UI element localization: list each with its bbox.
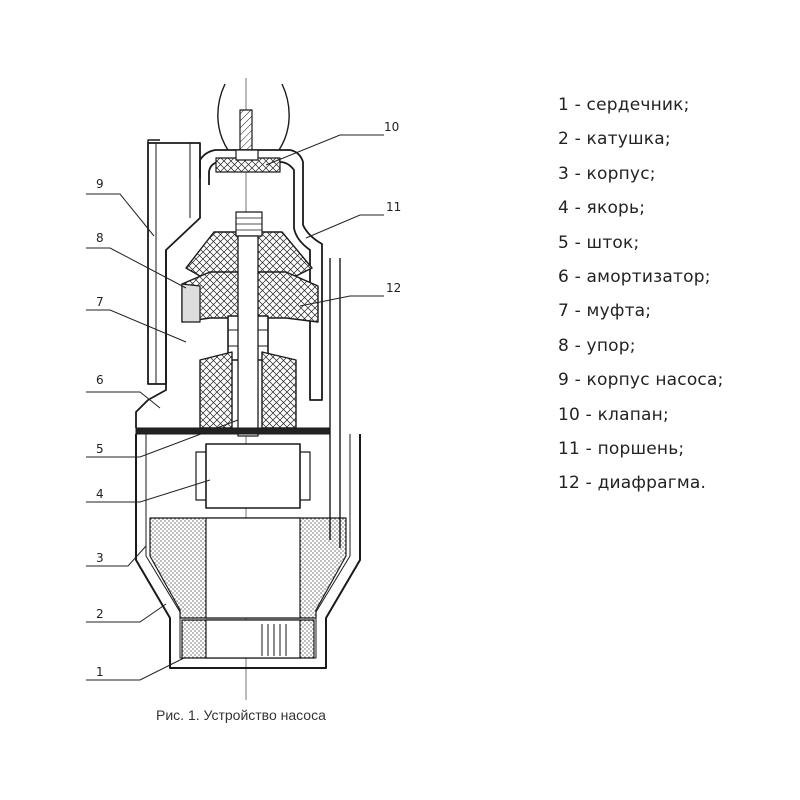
legend-item: 1 - сердечник; <box>558 95 690 115</box>
leader-8 <box>86 247 187 289</box>
legend-item: 8 - упор; <box>558 335 636 356</box>
legend-item: 10 - клапан; <box>558 404 669 425</box>
legend-item: 2 - катушка; <box>558 129 671 150</box>
leader-1 <box>86 657 185 681</box>
callout-1: 1 <box>96 665 104 679</box>
cable <box>217 83 290 151</box>
callout-8: 8 <box>96 231 104 245</box>
leader-11 <box>305 214 384 239</box>
figure-caption: Рис. 1. Устройство насоса <box>156 707 326 723</box>
legend-item: 5 - шток; <box>558 232 640 253</box>
callout-6: 6 <box>96 373 104 387</box>
legend-item: 9 - корпус насоса; <box>558 370 724 391</box>
divider-plate <box>135 427 331 435</box>
leader-7 <box>86 309 187 343</box>
callout-11: 11 <box>386 200 401 214</box>
legend-item: 7 - муфта; <box>558 301 652 322</box>
callout-leaders <box>86 134 384 681</box>
armature <box>205 443 301 509</box>
callout-labels: 1 2 3 4 5 6 7 8 9 10 11 12 <box>96 120 401 679</box>
leader-9 <box>86 193 155 237</box>
leader-4 <box>86 479 211 503</box>
side-pipe <box>329 258 341 548</box>
callout-7: 7 <box>96 295 104 309</box>
rod <box>237 235 259 437</box>
legend-item: 12 - диафрагма. <box>558 473 707 494</box>
callout-9: 9 <box>96 177 104 191</box>
callout-2: 2 <box>96 607 104 621</box>
callout-12: 12 <box>386 281 401 295</box>
callout-5: 5 <box>96 442 104 456</box>
legend-item: 4 - якорь; <box>558 198 646 219</box>
leader-6 <box>86 391 161 409</box>
leader-12 <box>299 295 384 307</box>
lower-body <box>135 434 361 669</box>
legend-list: 1 - сердечник; 2 - катушка; 3 - корпус; … <box>558 88 724 501</box>
leader-5 <box>86 419 239 458</box>
stop <box>181 283 201 323</box>
legend-item: 11 - поршень; <box>558 439 685 460</box>
leader-10 <box>265 134 384 166</box>
legend-item: 3 - корпус; <box>558 163 656 184</box>
callout-3: 3 <box>96 551 104 565</box>
callout-10: 10 <box>384 120 399 134</box>
leader-2 <box>86 603 167 623</box>
callout-4: 4 <box>96 487 104 501</box>
leader-3 <box>86 545 147 567</box>
valve <box>215 157 281 173</box>
pump-drawing <box>135 78 361 700</box>
legend-item: 6 - амортизатор; <box>558 267 711 288</box>
